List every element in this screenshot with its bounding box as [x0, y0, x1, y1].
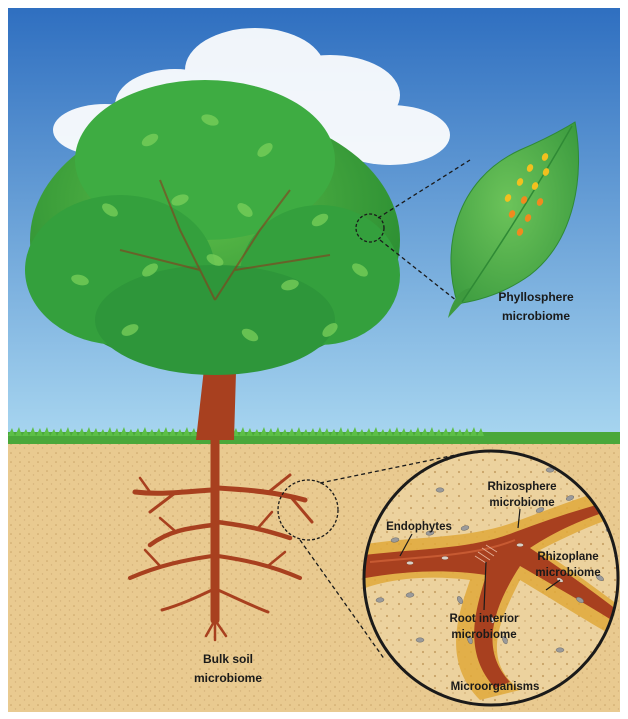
rhizosphere-label-line1: Rhizosphere: [487, 481, 556, 493]
rhizosphere-label-line2: microbiome: [489, 497, 554, 509]
rhizoplane-label-line1: Rhizoplane: [537, 551, 598, 563]
root-interior-label-line2: microbiome: [451, 629, 516, 641]
rhizoplane-label-line2: microbiome: [535, 567, 600, 579]
bulk-soil-label-line2: microbiome: [194, 671, 262, 685]
microorganisms-label: Microorganisms: [451, 681, 540, 693]
phyllosphere-label-line1: Phyllosphere: [498, 290, 574, 304]
bulk-soil-label-line1: Bulk soil: [203, 652, 253, 666]
phyllosphere-label-line2: microbiome: [502, 309, 570, 323]
root-interior-label-line1: Root interior: [450, 613, 520, 625]
endophytes-label: Endophytes: [386, 521, 452, 533]
